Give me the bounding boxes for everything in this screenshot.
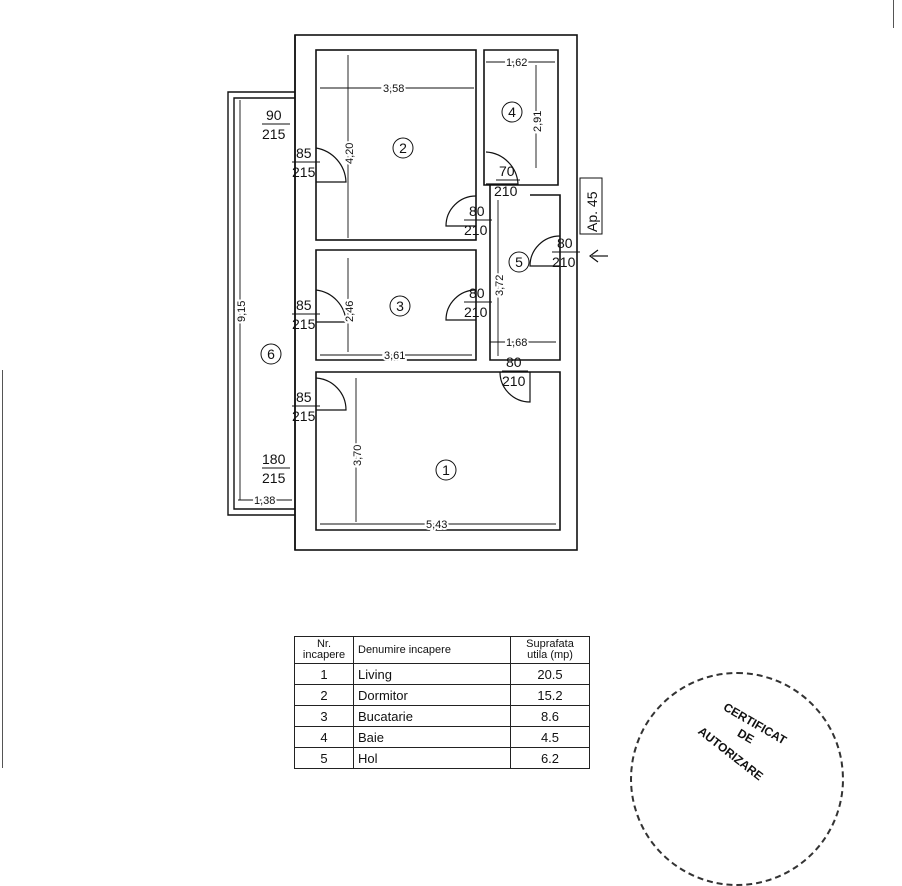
cell-denumire: Baie: [353, 726, 511, 748]
cell-nr: 3: [294, 705, 354, 727]
opening-90-bottom: 215: [262, 126, 286, 142]
apartment-label: Ap. 45: [584, 191, 600, 232]
room-number-3: 3: [396, 298, 404, 314]
room-number-4: 4: [508, 104, 516, 120]
dim-room3-height: 2,46: [344, 301, 356, 322]
cell-denumire: Bucatarie: [353, 705, 511, 727]
header-denumire: Denumire incapere: [353, 636, 511, 664]
room-area-table: Nr. incapere Denumire incapere Suprafata…: [294, 636, 590, 769]
opening-85b-bottom: 215: [292, 316, 316, 332]
cell-nr: 4: [294, 726, 354, 748]
opening-80c-bottom: 210: [502, 373, 526, 389]
entry-arrow: [589, 249, 608, 263]
table-row: 1 Living 20.5: [294, 663, 590, 685]
opening-85c-bottom: 215: [292, 408, 316, 424]
opening-85b-top: 85: [296, 297, 312, 313]
dim-room3-width: 3,61: [384, 350, 405, 362]
cell-nr: 1: [294, 663, 354, 685]
room-number-6: 6: [267, 346, 275, 362]
opening-85c-top: 85: [296, 389, 312, 405]
opening-180-top: 180: [262, 451, 286, 467]
dim-room4-width: 1,62: [506, 57, 527, 69]
floor-plan: Ap. 45 1 2 3 4 5 6 3,58 4,20 1,62 2,91 3…: [227, 34, 608, 551]
door-swings: [315, 147, 561, 411]
opening-85a-bottom: 215: [292, 164, 316, 180]
table-row: 4 Baie 4.5: [294, 726, 590, 748]
dim-room2-width: 3,58: [383, 83, 404, 95]
cell-suprafata: 4.5: [510, 726, 590, 748]
cell-denumire: Living: [353, 663, 511, 685]
room-number-2: 2: [399, 140, 407, 156]
dim-balcony-width: 1,38: [254, 495, 275, 507]
header-suprafata: Suprafata utila (mp): [510, 636, 590, 664]
opening-180-bottom: 215: [262, 470, 286, 486]
dimension-lines: [238, 55, 556, 525]
apartment-label-box: Ap. 45: [579, 177, 603, 235]
opening-80-entry-bottom: 210: [552, 254, 576, 270]
dim-room1-width: 5,43: [426, 519, 447, 531]
opening-80c-top: 80: [506, 354, 522, 370]
dim-room5-width: 1,68: [506, 337, 527, 349]
cell-denumire: Hol: [353, 747, 511, 769]
opening-70-bottom: 210: [494, 183, 518, 199]
table-row: 5 Hol 6.2: [294, 747, 590, 769]
table-row: 3 Bucatarie 8.6: [294, 705, 590, 727]
cell-nr: 5: [294, 747, 354, 769]
opening-85a-top: 85: [296, 145, 312, 161]
room-numbers: [260, 101, 530, 481]
opening-80a-top: 80: [469, 203, 485, 219]
stamp-line-1: CERTIFICAT: [721, 700, 790, 748]
dim-room4-height: 2,91: [532, 111, 544, 132]
cell-nr: 2: [294, 684, 354, 706]
edge-mark-right: [893, 0, 894, 28]
opening-80b-bottom: 210: [464, 304, 488, 320]
cell-denumire: Dormitor: [353, 684, 511, 706]
cell-suprafata: 15.2: [510, 684, 590, 706]
room-number-1: 1: [442, 462, 450, 478]
balcony-outline: [227, 91, 295, 516]
opening-80a-bottom: 210: [464, 222, 488, 238]
walls: [294, 34, 578, 551]
table-header-row: Nr. incapere Denumire incapere Suprafata…: [294, 636, 590, 664]
edge-mark-left: [2, 370, 3, 768]
certification-stamp: CERTIFICAT DE AUTORIZARE: [630, 672, 844, 886]
opening-70-top: 70: [499, 163, 515, 179]
table-row: 2 Dormitor 15.2: [294, 684, 590, 706]
header-nr: Nr. incapere: [294, 636, 354, 664]
dim-room5-height: 3,72: [494, 275, 506, 296]
dim-balcony-length: 9,15: [236, 301, 248, 322]
room-number-5: 5: [515, 254, 523, 270]
opening-80-entry-top: 80: [557, 235, 573, 251]
opening-90-top: 90: [266, 107, 282, 123]
cell-suprafata: 20.5: [510, 663, 590, 685]
dim-room1-height: 3,70: [352, 445, 364, 466]
cell-suprafata: 8.6: [510, 705, 590, 727]
dim-room2-height: 4,20: [344, 143, 356, 164]
opening-80b-top: 80: [469, 285, 485, 301]
cell-suprafata: 6.2: [510, 747, 590, 769]
opening-fractions: [262, 123, 580, 469]
